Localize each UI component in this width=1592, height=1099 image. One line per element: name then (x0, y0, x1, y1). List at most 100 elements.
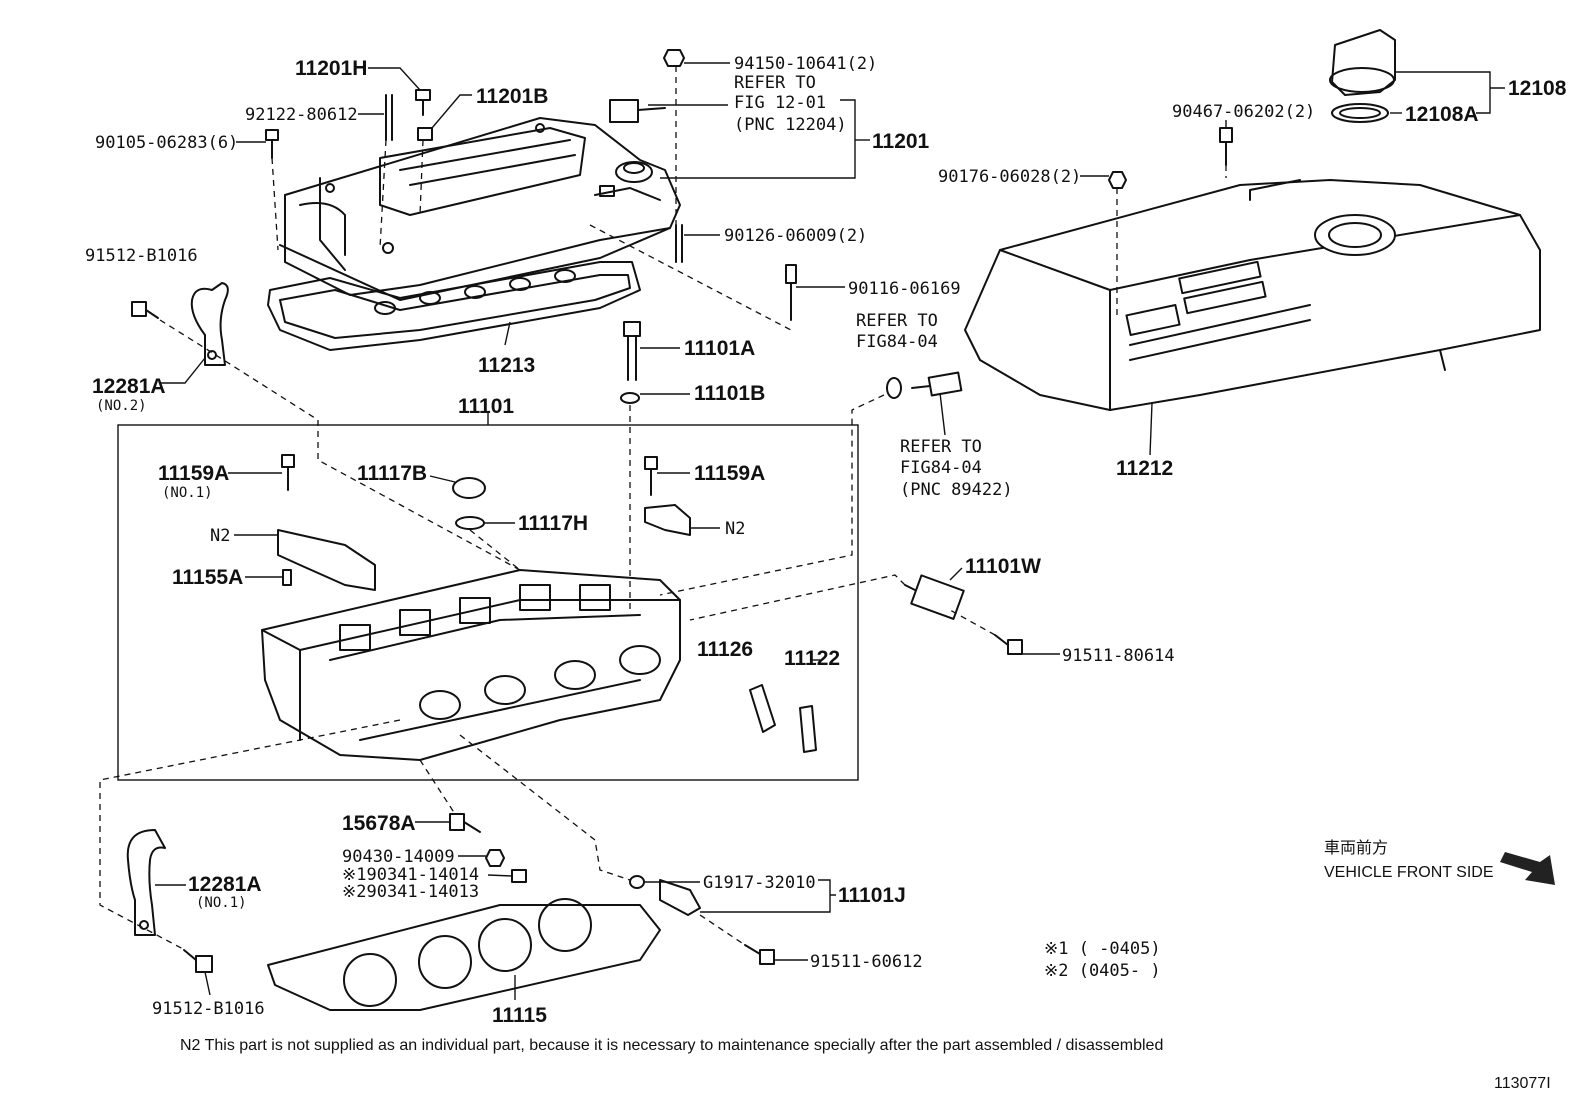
label-12281A-no1: 12281A (188, 873, 262, 896)
label-range-1: ※1 ( -0405) (1044, 939, 1161, 959)
stud-90126 (675, 224, 683, 263)
label-90176-06028: 90176-06028(2) (938, 167, 1081, 187)
part-labels: 11201H 92122-80612 11201B 90105-06283(6)… (85, 54, 1567, 1092)
label-12108: 12108 (1508, 77, 1567, 100)
label-91512-b1016-top: 91512-B1016 (85, 246, 198, 266)
label-11155A: 11155A (172, 566, 243, 589)
label-front-jp: 車両前方 (1324, 839, 1388, 857)
label-94150-10641: 94150-10641(2) (734, 54, 877, 74)
pin-11126 (749, 684, 776, 733)
hook-12281A-no1 (126, 829, 166, 936)
bolt-91512b (183, 949, 213, 973)
bolt-90467 (1219, 127, 1233, 166)
oil-cap-12108 (1329, 29, 1396, 96)
label-11201B: 11201B (476, 85, 548, 108)
oring-G1917 (629, 875, 645, 889)
sensor-11101W (904, 574, 965, 620)
label-fig84-04-b: FIG84-04 (900, 458, 982, 478)
label-90341-14014: ※190341-14014 (342, 865, 479, 885)
leader-lines (155, 62, 1505, 1000)
footnote-n2: N2 This part is not supplied as an indiv… (180, 1037, 1163, 1054)
plug-11117B (452, 477, 486, 499)
label-91512-b1016-bottom: 91512-B1016 (152, 999, 265, 1019)
bolt-91512a (131, 301, 159, 319)
cylinder-head-drawing (261, 569, 681, 761)
gasket-11213-drawing (267, 261, 641, 351)
nut-90430 (485, 849, 505, 867)
pin-11122 (799, 705, 817, 753)
label-11159A-no1: 11159A (158, 462, 229, 485)
bolt-11159A-right (644, 456, 658, 496)
label-vehicle-front-side: VEHICLE FRONT SIDE (1324, 864, 1494, 881)
figure-number: 113077I (1494, 1075, 1551, 1092)
label-refer-to-2: REFER TO (856, 311, 938, 331)
label-range-2: ※2 (0405- ) (1044, 961, 1161, 981)
label-90126-06009: 90126-06009(2) (724, 226, 867, 246)
sensor-89422 (911, 371, 963, 397)
sensor-plug (609, 99, 666, 123)
label-11213: 11213 (478, 354, 535, 377)
label-n2-right: N2 (725, 519, 745, 539)
valve-cover-drawing (279, 117, 681, 301)
label-12108A: 12108A (1405, 103, 1479, 126)
label-fig84-04-a: FIG84-04 (856, 332, 938, 352)
label-11117H: 11117H (518, 512, 588, 535)
label-11122: 11122 (784, 647, 840, 670)
hook-12281A-no2 (190, 282, 229, 366)
assembly-lines (99, 66, 1227, 951)
gasket-holes (374, 269, 576, 315)
label-pnc-12204: (PNC 12204) (734, 115, 847, 135)
ring-11117H (455, 516, 485, 530)
grommet-11201B (417, 127, 433, 141)
bolt-11201H (415, 89, 431, 116)
label-90116-06169: 90116-06169 (848, 279, 961, 299)
label-11212: 11212 (1116, 457, 1173, 480)
label-90430-14009: 90430-14009 (342, 847, 455, 867)
label-12281A-no2: 12281A (92, 375, 166, 398)
washer-sensor (886, 377, 902, 399)
stud-90116 (785, 264, 797, 321)
front-arrow-icon (1500, 852, 1555, 885)
label-11101A: 11101A (684, 337, 755, 360)
cap-N2-left (277, 529, 376, 591)
label-15678A: 15678A (342, 812, 416, 835)
label-no1-bolt: (NO.1) (162, 485, 213, 501)
bolt-91511b (744, 944, 775, 965)
label-11101W: 11101W (965, 555, 1041, 578)
label-11159A-right: 11159A (694, 462, 765, 485)
label-92122-80612: 92122-80612 (245, 105, 358, 125)
label-11201H: 11201H (295, 57, 367, 80)
label-11101: 11101 (458, 395, 514, 418)
label-90105-06283: 90105-06283(6) (95, 133, 238, 153)
label-11101B: 11101B (694, 382, 765, 405)
sensor-11101J (659, 879, 701, 916)
label-no2: (NO.2) (96, 398, 147, 414)
label-refer-to-1: REFER TO (734, 73, 816, 93)
bolt-90105 (265, 129, 279, 159)
label-pnc-89422: (PNC 89422) (900, 480, 1013, 500)
nut-94150 (663, 49, 685, 67)
label-fig-12-01: FIG 12-01 (734, 93, 826, 113)
plug-90341 (511, 869, 527, 883)
label-11201: 11201 (872, 130, 930, 153)
label-11126: 11126 (697, 638, 753, 661)
bolt-11159A-left (281, 454, 295, 491)
grommet-90176 (1108, 171, 1127, 189)
label-91511-80614: 91511-80614 (1062, 646, 1175, 666)
label-g1917-32010: G1917-32010 (703, 873, 816, 893)
engine-cover-drawing (964, 179, 1541, 411)
label-11101J: 11101J (838, 884, 906, 907)
bolt-15678A (449, 813, 481, 833)
label-90467-06202: 90467-06202(2) (1172, 102, 1315, 122)
pin-11155A (282, 569, 292, 586)
label-n2-left: N2 (210, 526, 230, 546)
gasket-11115-drawing (267, 898, 661, 1011)
bolt-11101A (623, 321, 641, 381)
washer-11101B (620, 392, 640, 404)
cap-N2-right (644, 504, 691, 536)
label-11115: 11115 (492, 1004, 547, 1027)
stud-92122 (385, 94, 393, 141)
label-no1-hook: (NO.1) (196, 895, 247, 911)
